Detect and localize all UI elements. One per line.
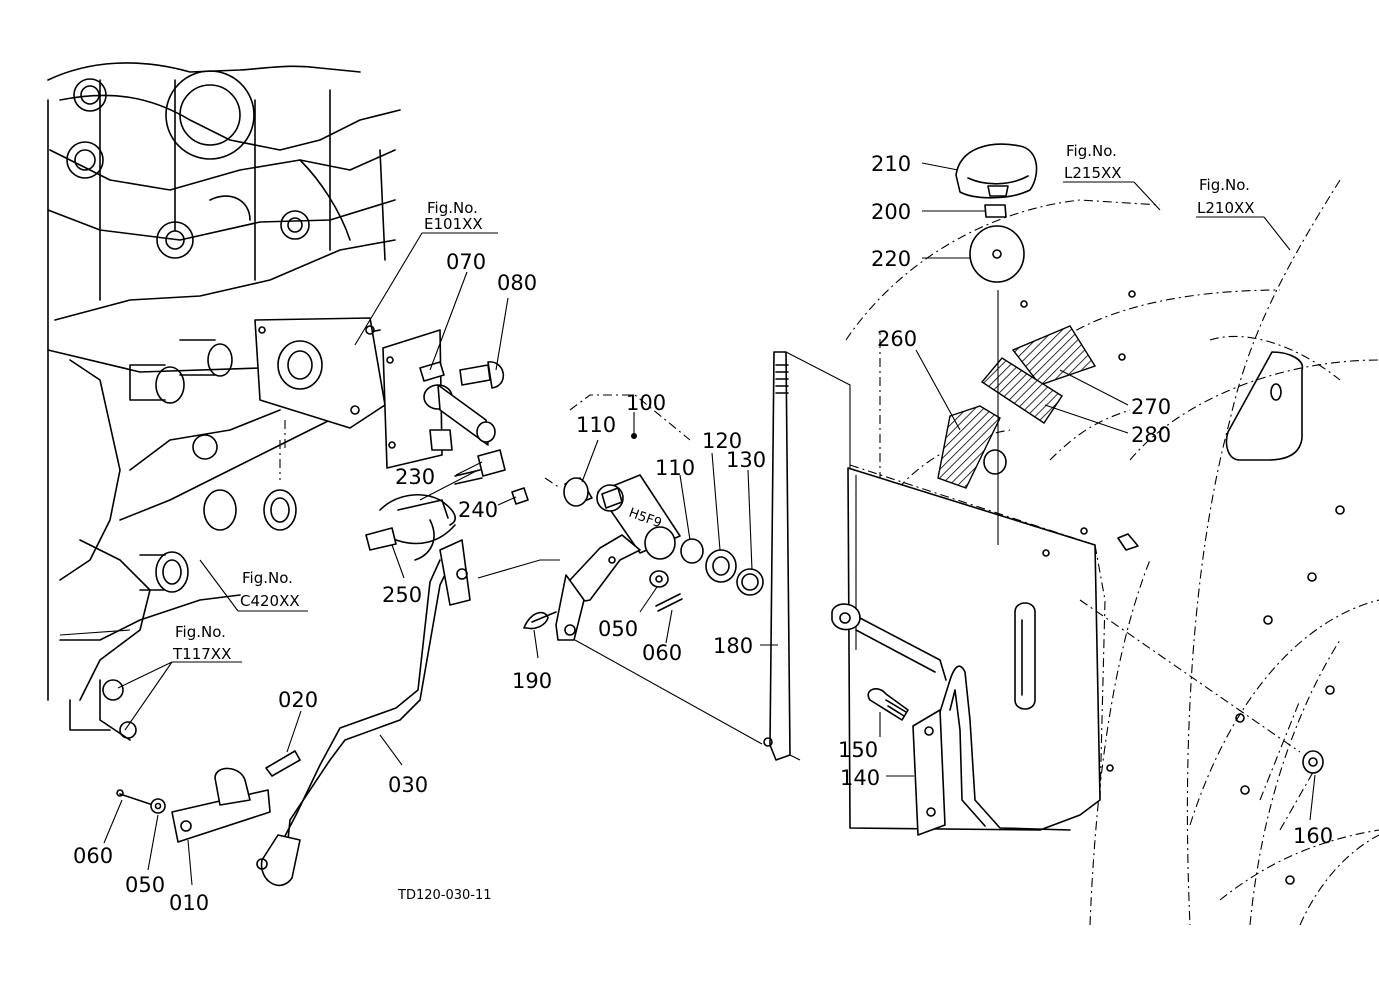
part-number: 050 [125, 873, 165, 897]
part-number: 110 [655, 456, 695, 480]
part-number: 080 [497, 271, 537, 295]
fig-ref-number: E101XX [424, 215, 483, 233]
part-number: 230 [395, 465, 435, 489]
shaft-lever-drawing: H5F9 [523, 351, 851, 761]
fender-drawing [831, 143, 1379, 926]
part-number: 140 [840, 766, 880, 790]
part-number: 150 [838, 738, 878, 762]
fig-ref-number: L215XX [1064, 164, 1122, 182]
part-number: 110 [576, 413, 616, 437]
part-number: 030 [388, 773, 428, 797]
fig-ref-number: L210XX [1197, 199, 1255, 217]
linkage-drawing [116, 329, 560, 887]
fig-ref-number: T117XX [172, 645, 231, 663]
part-number: 280 [1131, 423, 1171, 447]
part-number: 270 [1131, 395, 1171, 419]
part-number: 070 [446, 250, 486, 274]
part-number: 200 [871, 200, 911, 224]
part-callouts: 010 020 030 050 050 060 060 070 080 100 … [73, 152, 1333, 915]
part-number: 050 [598, 617, 638, 641]
fig-ref-label: Fig.No. [427, 199, 478, 217]
part-number: 100 [626, 391, 666, 415]
fig-ref-label: Fig.No. [1066, 142, 1117, 160]
part-number: 210 [871, 152, 911, 176]
fig-ref-label: Fig.No. [242, 569, 293, 587]
fig-ref-label: Fig.No. [175, 623, 226, 641]
part-number: 060 [73, 844, 113, 868]
part-number: 160 [1293, 824, 1333, 848]
fig-ref-number: C420XX [240, 592, 300, 610]
part-number: 180 [713, 634, 753, 658]
part-number: 010 [169, 891, 209, 915]
figure-references: Fig.No. E101XX Fig.No. C420XX Fig.No. T1… [172, 142, 1255, 663]
part-number: 240 [458, 498, 498, 522]
part-number: 220 [871, 247, 911, 271]
diagram-code: TD120-030-11 [397, 888, 492, 903]
part-number: 190 [512, 669, 552, 693]
leader-lines [103, 162, 1316, 886]
part-number: 120 [702, 429, 742, 453]
part-number: 260 [877, 327, 917, 351]
transmission-housing-drawing [47, 62, 401, 741]
part-number: 130 [726, 448, 766, 472]
part-number: 060 [642, 641, 682, 665]
fig-ref-label: Fig.No. [1199, 176, 1250, 194]
part-number: 250 [382, 583, 422, 607]
part-number: 020 [278, 688, 318, 712]
